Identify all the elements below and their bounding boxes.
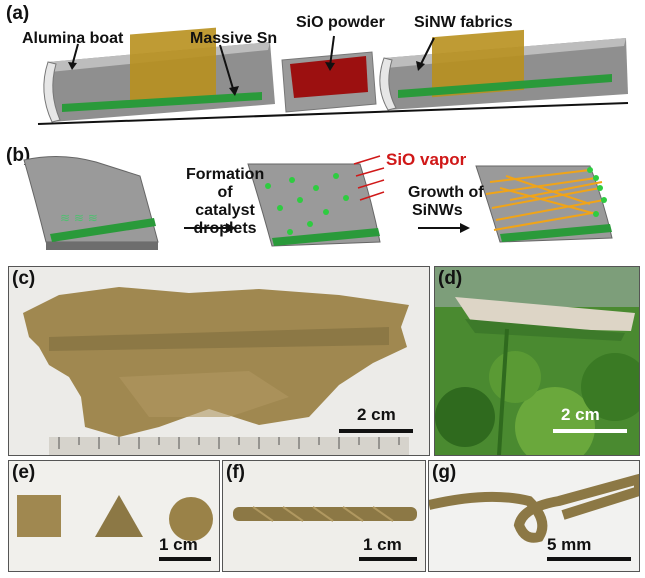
step1-line3: droplets xyxy=(193,220,257,237)
step2-caption: Growth of SiNWs xyxy=(408,184,484,220)
alumina-boat-label: Alumina boat xyxy=(22,30,124,47)
scale-label-f: 1 cm xyxy=(363,535,402,554)
panel-label-g: (g) xyxy=(432,462,457,483)
scale-label-g: 5 mm xyxy=(547,535,592,554)
leaf-photo xyxy=(435,267,639,455)
photo-panel-f: 1 cm xyxy=(222,460,426,572)
panel-label-a: (a) xyxy=(6,3,30,24)
scale-bar-e xyxy=(159,557,211,561)
knot-photo xyxy=(429,473,639,543)
panel-a-schematic xyxy=(37,27,629,125)
scale-bar-c xyxy=(339,429,413,433)
panel-b-schematic: ≋ ≋ ≋ xyxy=(23,155,613,250)
photo-panel-g: 5 mm xyxy=(428,460,640,572)
rolled-fabric-photo xyxy=(233,506,417,522)
scale-bar-d xyxy=(553,429,627,433)
step1-line2: of catalyst xyxy=(195,184,255,219)
scale-bar-g xyxy=(547,557,631,561)
scale-bar-f xyxy=(359,557,417,561)
alumina-boat-right xyxy=(379,29,628,111)
svg-text:≋ ≋ ≋: ≋ ≋ ≋ xyxy=(60,211,98,225)
fabric-sheet-photo xyxy=(23,287,409,455)
step2-line1: Growth of xyxy=(408,184,484,201)
photo-panel-d: 2 cm xyxy=(434,266,640,456)
sio-vapor-label: SiO vapor xyxy=(386,150,467,169)
growth-stage-1: ≋ ≋ ≋ xyxy=(23,155,159,250)
panel-label-e: (e) xyxy=(12,462,36,483)
growth-stage-3 xyxy=(475,165,613,243)
step2-line2: SiNWs xyxy=(412,202,463,219)
scale-label-d: 2 cm xyxy=(561,405,600,424)
alumina-boat-left xyxy=(43,27,275,123)
photo-panel-c: 2 cm xyxy=(8,266,430,456)
sio-powder-boat xyxy=(281,51,377,113)
photo-panel-e: 1 cm xyxy=(8,460,220,572)
step1-caption: Formation of catalyst droplets xyxy=(186,166,264,238)
panel-label-c: (c) xyxy=(12,268,36,289)
panel-label-d: (d) xyxy=(438,268,463,289)
massive-sn-label: Massive Sn xyxy=(190,30,278,47)
scale-label-c: 2 cm xyxy=(357,405,396,424)
scale-label-e: 1 cm xyxy=(159,535,198,554)
sinw-fabrics-label: SiNW fabrics xyxy=(414,14,513,31)
panel-label-f: (f) xyxy=(226,462,245,483)
sio-powder-label: SiO powder xyxy=(296,14,385,31)
growth-stage-2 xyxy=(247,155,385,247)
step1-line1: Formation xyxy=(186,166,265,183)
shapes-photo xyxy=(17,495,213,541)
